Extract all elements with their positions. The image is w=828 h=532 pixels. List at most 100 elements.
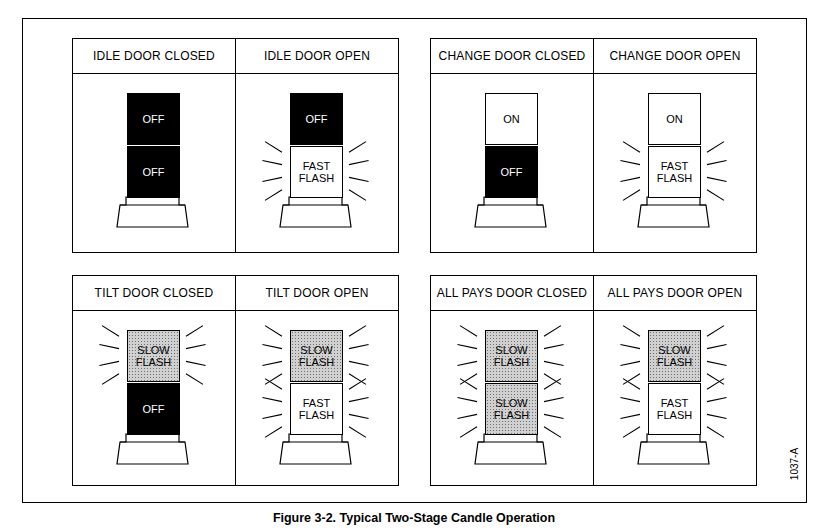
flash-ray bbox=[457, 397, 477, 401]
candle-lamp: SLOW FLASH bbox=[648, 330, 701, 382]
flash-ray bbox=[707, 190, 724, 201]
flash-ray bbox=[457, 414, 477, 418]
state-panel: ALL PAYS DOOR CLOSEDSLOW FLASHSLOW FLASH bbox=[430, 275, 594, 486]
candle-base-step bbox=[283, 205, 348, 206]
flash-ray bbox=[349, 361, 369, 365]
flash-ray bbox=[620, 397, 640, 401]
flash-ray bbox=[349, 177, 369, 181]
flash-ray bbox=[349, 160, 369, 164]
flash-ray bbox=[265, 142, 282, 153]
flash-ray bbox=[262, 414, 282, 418]
flash-ray bbox=[623, 142, 640, 153]
flash-ray bbox=[262, 361, 282, 365]
lamp-state: SLOW FLASH bbox=[130, 344, 178, 368]
state-heading: ALL PAYS DOOR OPEN bbox=[608, 287, 743, 300]
flash-ray bbox=[99, 344, 119, 348]
flash-ray bbox=[186, 326, 203, 337]
lamp-state: OFF bbox=[488, 166, 536, 178]
flash-ray bbox=[349, 374, 366, 385]
lamp-state: OFF bbox=[293, 113, 341, 125]
flash-ray bbox=[544, 344, 564, 348]
candle-base-step bbox=[641, 205, 706, 206]
flash-ray bbox=[460, 374, 477, 385]
state-heading: ALL PAYS DOOR CLOSED bbox=[437, 287, 588, 300]
flash-ray bbox=[707, 379, 724, 390]
flash-ray bbox=[620, 344, 640, 348]
flash-ray bbox=[707, 344, 727, 348]
flash-ray bbox=[623, 326, 640, 337]
candle-lamp: OFF bbox=[290, 93, 343, 145]
flash-ray bbox=[460, 379, 477, 390]
flash-ray bbox=[707, 361, 727, 365]
flash-ray bbox=[99, 361, 119, 365]
candle-base bbox=[117, 434, 188, 464]
lamp-state: OFF bbox=[130, 113, 178, 125]
lamp-state: FAST FLASH bbox=[651, 397, 699, 421]
state-heading: TILT DOOR OPEN bbox=[265, 287, 368, 300]
panel-header: IDLE DOOR OPEN bbox=[236, 39, 398, 74]
state-panel: TILT DOOR CLOSED SLOW FLASH OFF bbox=[72, 275, 236, 486]
state-panel: ALL PAYS DOOR OPEN SLOW FLASH FAST FLASH bbox=[593, 275, 757, 486]
flash-ray bbox=[707, 427, 724, 438]
flash-ray bbox=[544, 361, 564, 365]
flash-ray bbox=[623, 427, 640, 438]
candle-base bbox=[280, 197, 351, 227]
lamp-state: ON bbox=[488, 113, 536, 125]
flash-ray bbox=[349, 344, 369, 348]
panel-header: CHANGE DOOR OPEN bbox=[594, 39, 756, 74]
candle-lamp: FAST FLASH bbox=[290, 146, 343, 198]
candle-base-step bbox=[120, 442, 185, 443]
flash-ray bbox=[262, 177, 282, 181]
flash-ray bbox=[349, 414, 369, 418]
state-heading: CHANGE DOOR CLOSED bbox=[439, 50, 586, 63]
flash-ray bbox=[349, 397, 369, 401]
candle-lamp: ON bbox=[648, 93, 701, 145]
panel-header: ALL PAYS DOOR CLOSED bbox=[431, 276, 593, 311]
candle-base bbox=[117, 197, 188, 227]
candle-base bbox=[280, 434, 351, 464]
state-panel: IDLE DOOR CLOSEDOFFOFF bbox=[72, 38, 236, 253]
lamp-state: FAST FLASH bbox=[293, 397, 341, 421]
flash-ray bbox=[707, 326, 724, 337]
candle-lamp: SLOW FLASH bbox=[485, 330, 538, 382]
flash-ray bbox=[544, 374, 561, 385]
flash-ray bbox=[544, 379, 561, 390]
flash-ray bbox=[460, 326, 477, 337]
candle-base bbox=[475, 434, 546, 464]
flash-ray bbox=[707, 397, 727, 401]
lamp-state: ON bbox=[651, 113, 699, 125]
flash-ray bbox=[707, 160, 727, 164]
flash-ray bbox=[262, 344, 282, 348]
candle-lamp: FAST FLASH bbox=[290, 383, 343, 435]
panel-header: IDLE DOOR CLOSED bbox=[73, 39, 235, 74]
flash-ray bbox=[623, 379, 640, 390]
panel-header: CHANGE DOOR CLOSED bbox=[431, 39, 593, 74]
flash-ray bbox=[265, 326, 282, 337]
flash-ray bbox=[620, 414, 640, 418]
flash-ray bbox=[457, 344, 477, 348]
panel-header: TILT DOOR CLOSED bbox=[73, 276, 235, 311]
flash-ray bbox=[623, 190, 640, 201]
flash-ray bbox=[544, 414, 564, 418]
candle-lamp: OFF bbox=[127, 383, 180, 435]
flash-ray bbox=[186, 344, 206, 348]
lamp-state: SLOW FLASH bbox=[293, 344, 341, 368]
candle-lamp: FAST FLASH bbox=[648, 146, 701, 198]
panel-header: ALL PAYS DOOR OPEN bbox=[594, 276, 756, 311]
flash-ray bbox=[265, 427, 282, 438]
candle-bases bbox=[117, 197, 709, 464]
panel-header: TILT DOOR OPEN bbox=[236, 276, 398, 311]
flash-ray bbox=[544, 397, 564, 401]
lamp-state: SLOW FLASH bbox=[488, 344, 536, 368]
flash-ray bbox=[265, 190, 282, 201]
flash-ray bbox=[544, 326, 561, 337]
flash-ray bbox=[349, 326, 366, 337]
flash-ray bbox=[102, 374, 119, 385]
lamp-state: FAST FLASH bbox=[293, 160, 341, 184]
candle-lamp: ON bbox=[485, 93, 538, 145]
flash-ray bbox=[262, 397, 282, 401]
flash-ray bbox=[707, 374, 724, 385]
flash-ray bbox=[623, 374, 640, 385]
flash-ray bbox=[349, 190, 366, 201]
lamp-state: OFF bbox=[130, 403, 178, 415]
